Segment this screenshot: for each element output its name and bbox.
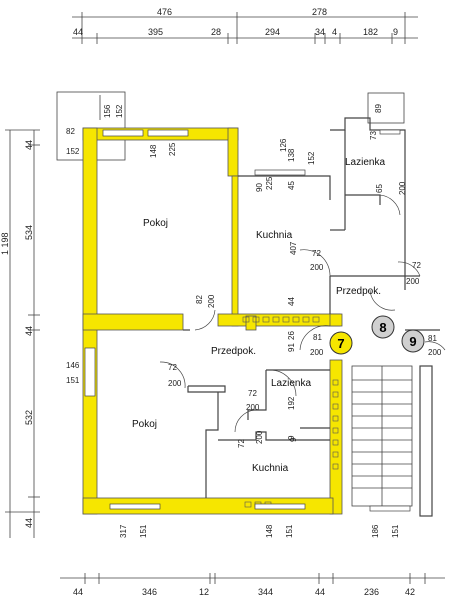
lbl-192: 192 (287, 396, 296, 410)
marker-8-label: 8 (379, 320, 386, 335)
lbl-156: 156 (103, 104, 112, 118)
lbl-146: 146 (66, 361, 80, 370)
lbl-82-p: 82 (195, 295, 204, 304)
lbl-186: 186 (371, 524, 380, 538)
dim-bot-236: 236 (364, 587, 379, 597)
lbl-89: 89 (374, 104, 383, 113)
lbl-151-c: 151 (391, 524, 400, 538)
lbl-81-r: 81 (428, 334, 437, 343)
lbl-81-c: 81 (313, 333, 322, 342)
dim-top2-9: 9 (393, 27, 398, 37)
dim-top2-294: 294 (265, 27, 280, 37)
lbl-200b: 200 (406, 277, 420, 286)
lbl-200-mid: 200 (168, 379, 182, 388)
lbl-200a: 200 (310, 263, 324, 272)
dim-top-278: 278 (312, 7, 327, 17)
lbl-200-c: 200 (310, 348, 324, 357)
lbl-45: 45 (287, 181, 296, 190)
dim-bot-42: 42 (405, 587, 415, 597)
lbl-72-bk: 72 (237, 439, 246, 448)
lbl-200-bk: 200 (255, 430, 264, 444)
lbl-138: 138 (287, 148, 296, 162)
room-lazienka-bottom: Lazienka (271, 378, 311, 389)
lbl-44: 44 (287, 297, 296, 306)
dim-left-532: 532 (24, 410, 34, 425)
dim-bot-12: 12 (199, 587, 209, 597)
lbl-200-b: 200 (246, 403, 260, 412)
left-dimensions: 1 198 44 534 44 532 44 (0, 140, 34, 528)
interior-walls (183, 117, 440, 517)
marker-9-label: 9 (409, 334, 416, 349)
dim-top2-4: 4 (332, 27, 337, 37)
lbl-72a: 72 (312, 249, 321, 258)
dim-left-44b: 44 (24, 326, 34, 336)
room-lazienka-top: Lazienka (345, 157, 385, 168)
lbl-151-b: 151 (285, 524, 294, 538)
dimension-lines (5, 12, 445, 584)
dim-left-44a: 44 (24, 140, 34, 150)
marker-7: 7 (329, 331, 353, 355)
dim-bot-44a: 44 (73, 587, 83, 597)
dim-top2-34: 34 (315, 27, 325, 37)
room-kuchnia-bottom: Kuchnia (252, 463, 289, 474)
dim-bot-344: 344 (258, 587, 273, 597)
lbl-9-b: 9 (287, 435, 296, 440)
dim-left-total: 1 198 (0, 232, 10, 255)
dim-top2-28: 28 (211, 27, 221, 37)
lbl-126: 126 (279, 138, 288, 152)
lbl-90: 90 (255, 183, 264, 192)
marker-9: 9 (401, 329, 425, 353)
dim-top2-44: 44 (73, 27, 83, 37)
lbl-151-a: 151 (139, 524, 148, 538)
lbl-72-b: 72 (248, 389, 257, 398)
lbl-91: 91 (287, 343, 296, 352)
room-przedpok-top: Przedpok. (336, 286, 381, 297)
marker-8: 8 (371, 315, 395, 339)
room-pokoj-top: Pokoj (143, 218, 168, 229)
dim-top2-182: 182 (363, 27, 378, 37)
lbl-152-k: 152 (307, 151, 316, 165)
lbl-151: 151 (66, 376, 80, 385)
lbl-225-k: 225 (265, 176, 274, 190)
lbl-26: 26 (287, 331, 296, 340)
dim-bot-346: 346 (142, 587, 157, 597)
lbl-200-r: 200 (428, 348, 442, 357)
windows (84, 129, 411, 512)
room-przedpok-main: Przedpok. (211, 346, 256, 357)
lbl-152-t: 152 (115, 104, 124, 118)
dim-top2-395: 395 (148, 27, 163, 37)
top-dimensions-row-1: 476 278 (157, 7, 327, 17)
dim-bot-44b: 44 (315, 587, 325, 597)
lbl-407: 407 (289, 241, 298, 255)
door-arcs (159, 194, 446, 433)
lbl-225-t: 225 (168, 142, 177, 156)
lbl-200-p: 200 (207, 294, 216, 308)
room-kuchnia-top: Kuchnia (256, 230, 293, 241)
lbl-72-mid: 72 (168, 363, 177, 372)
room-labels: Pokoj Kuchnia Lazienka Przedpok. Przedpo… (132, 157, 385, 474)
measurement-labels: 82 152 156 152 148 225 126 138 152 225 9… (66, 104, 442, 538)
lbl-200-l: 200 (398, 181, 407, 195)
marker-7-label: 7 (337, 336, 344, 351)
bottom-dimensions: 44 346 12 344 44 236 42 (73, 587, 415, 597)
dim-left-534: 534 (24, 225, 34, 240)
lbl-72b: 72 (412, 261, 421, 270)
lbl-65: 65 (375, 184, 384, 193)
lbl-9-bk: 9 (289, 437, 298, 442)
dim-left-44c: 44 (24, 518, 34, 528)
lbl-317: 317 (119, 524, 128, 538)
top-dimensions-row-2: 44 395 28 294 34 4 182 9 (73, 27, 398, 37)
lbl-152-l: 152 (66, 147, 80, 156)
wall-hatching (242, 316, 339, 508)
lbl-148-t: 148 (149, 144, 158, 158)
room-pokoj-bottom: Pokoj (132, 419, 157, 430)
staircase (351, 365, 413, 507)
dim-top-476: 476 (157, 7, 172, 17)
lbl-82: 82 (66, 127, 75, 136)
lbl-148-w: 148 (265, 524, 274, 538)
lbl-73: 73 (369, 131, 378, 140)
